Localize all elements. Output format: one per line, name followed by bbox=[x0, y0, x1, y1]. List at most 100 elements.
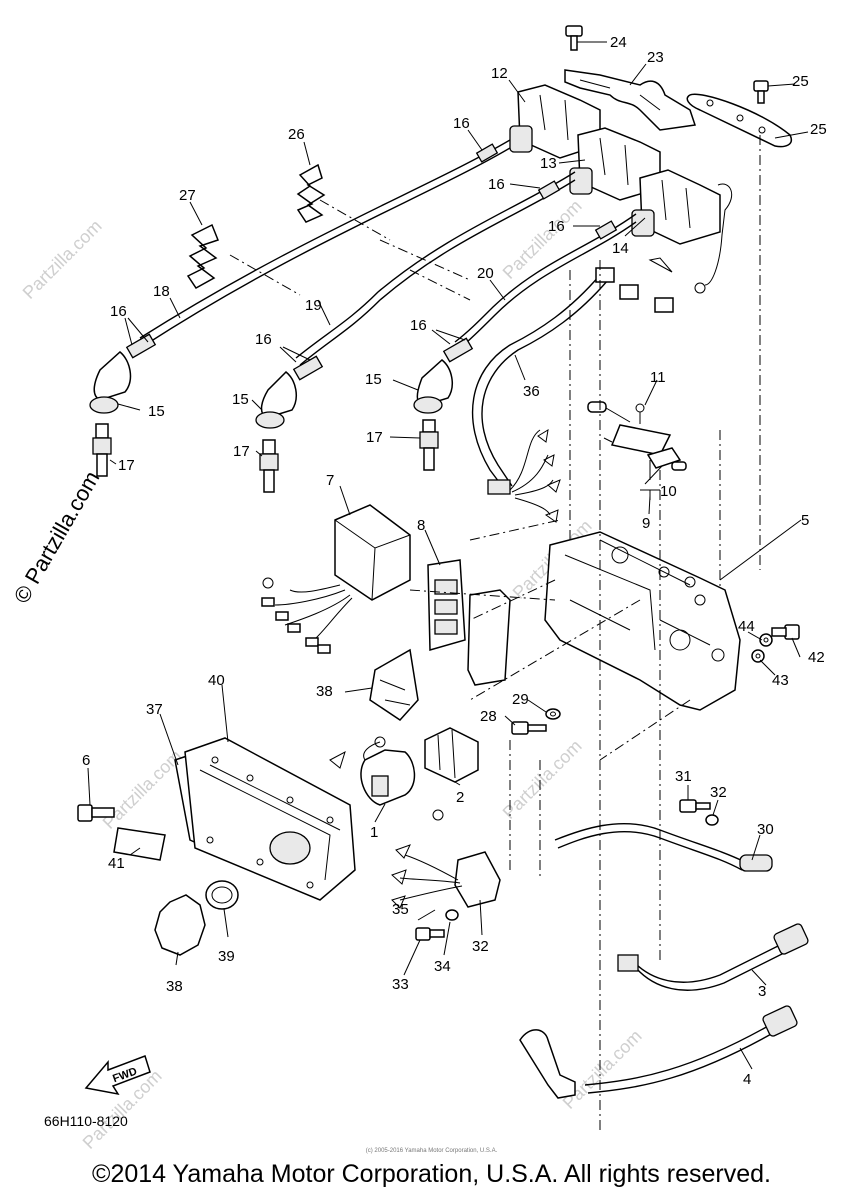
callout-36: 37 bbox=[146, 701, 163, 718]
small-credit: (c) 2005-2016 Yamaha Motor Corporation, … bbox=[365, 1148, 498, 1154]
spark-plug-17 bbox=[419, 419, 439, 471]
callout-15: 15 bbox=[148, 403, 165, 420]
cap-38 bbox=[154, 894, 206, 956]
clamp-25 bbox=[186, 223, 219, 289]
switch-2 bbox=[424, 727, 479, 783]
callout-42: 42 bbox=[808, 649, 825, 666]
bolt-26 bbox=[511, 721, 547, 735]
washer-44 bbox=[759, 633, 773, 647]
callout-21: 23 bbox=[647, 49, 664, 66]
starter-relay-1 bbox=[329, 736, 416, 806]
plug-cap-15 bbox=[89, 351, 132, 414]
watermark: Partzilla.com bbox=[19, 216, 106, 303]
callout-19: 19 bbox=[305, 297, 322, 314]
watermark: Partzilla.com bbox=[559, 1026, 646, 1113]
bolt-32 bbox=[415, 927, 445, 941]
callout-16: 16 bbox=[548, 218, 565, 235]
rectifier-31 bbox=[391, 809, 501, 909]
washer-33 bbox=[445, 909, 459, 921]
callout-7: 7 bbox=[326, 472, 334, 489]
callout-17: 17 bbox=[366, 429, 383, 446]
sensor-4 bbox=[519, 1005, 798, 1099]
callout-13: 13 bbox=[540, 155, 557, 172]
watermark: Partzilla.com bbox=[499, 736, 586, 823]
watermark-main: © Partzilla.com bbox=[9, 467, 105, 608]
callout-6: 6 bbox=[82, 752, 90, 769]
callout-8: 8 bbox=[417, 517, 425, 534]
callout-16: 16 bbox=[410, 317, 427, 334]
bracket-37 bbox=[369, 648, 419, 721]
callout-30: 32 bbox=[710, 784, 727, 801]
washer-30 bbox=[705, 814, 719, 826]
bolt-29 bbox=[679, 799, 711, 813]
callout-26: 28 bbox=[480, 708, 497, 725]
washer-27 bbox=[545, 708, 561, 720]
callout-37: 38 bbox=[316, 683, 333, 700]
plate-23 bbox=[686, 93, 792, 148]
callout-33: 34 bbox=[434, 958, 451, 975]
hightension-lead-19 bbox=[292, 171, 576, 381]
callout-16: 16 bbox=[453, 115, 470, 132]
hightension-lead-20 bbox=[442, 213, 637, 363]
leader-lines bbox=[87, 41, 809, 1070]
callout-1: 1 bbox=[370, 824, 378, 841]
callout-15: 15 bbox=[232, 391, 249, 408]
cover-40 bbox=[184, 737, 356, 901]
sensor-3 bbox=[617, 923, 809, 991]
electrical-bracket-5 bbox=[544, 531, 741, 711]
callout-2: 2 bbox=[456, 789, 464, 806]
callout-35: 36 bbox=[523, 383, 540, 400]
sensor-28 bbox=[554, 823, 773, 872]
drawing-code: 66H110-8120 bbox=[44, 1113, 128, 1129]
callout-10: 10 bbox=[660, 483, 677, 500]
bolt-22 bbox=[565, 25, 605, 51]
bracket-8 bbox=[427, 559, 511, 686]
callout-38: 38 bbox=[166, 978, 183, 995]
callout-14: 14 bbox=[612, 240, 629, 257]
callout-12: 12 bbox=[491, 65, 508, 82]
bracket-21 bbox=[564, 69, 696, 131]
callout-40: 40 bbox=[208, 672, 225, 689]
cdi-unit-7 bbox=[261, 504, 411, 654]
bolt-24 bbox=[753, 80, 769, 104]
terminal-board-9 bbox=[587, 401, 687, 471]
plug-cap-15 bbox=[255, 370, 298, 429]
callout-25: 26 bbox=[288, 126, 305, 143]
callout-41: 41 bbox=[108, 855, 125, 872]
spark-plug-17 bbox=[92, 423, 112, 477]
ignition-coil-14 bbox=[631, 169, 733, 294]
callout-5: 5 bbox=[801, 512, 809, 529]
callout-43: 43 bbox=[772, 672, 789, 689]
copyright-notice: ©2014 Yamaha Motor Corporation, U.S.A. A… bbox=[92, 1160, 771, 1188]
callout-28: 30 bbox=[757, 821, 774, 838]
bolt-42 bbox=[771, 624, 800, 640]
callout-16: 16 bbox=[110, 303, 127, 320]
callout-22: 24 bbox=[610, 34, 627, 51]
callout-16: 16 bbox=[255, 331, 272, 348]
label-41 bbox=[113, 827, 166, 861]
callout-11: 11 bbox=[650, 369, 666, 386]
callout-16: 16 bbox=[488, 176, 505, 193]
spark-plug-17 bbox=[259, 439, 279, 493]
callout-9: 9 bbox=[642, 515, 650, 532]
callout-29: 31 bbox=[675, 768, 692, 785]
callout-3: 3 bbox=[758, 983, 766, 1000]
fwd-arrow: FWD bbox=[84, 1055, 151, 1096]
callout-18: 18 bbox=[153, 283, 170, 300]
callout-17: 17 bbox=[118, 457, 135, 474]
callout-31: 32 bbox=[472, 938, 489, 955]
wire-harness-35 bbox=[471, 267, 674, 523]
callout-24: 25 bbox=[792, 73, 809, 90]
clamp-25 bbox=[296, 163, 326, 223]
washer-43 bbox=[751, 649, 765, 663]
callout-15: 15 bbox=[365, 371, 382, 388]
callout-20: 20 bbox=[477, 265, 494, 282]
bolt-6 bbox=[77, 804, 115, 822]
plug-cap-15 bbox=[413, 359, 454, 414]
callout-27: 29 bbox=[512, 691, 529, 708]
callout-39: 39 bbox=[218, 948, 235, 965]
callout-34: 35 bbox=[392, 901, 409, 918]
callout-32: 33 bbox=[392, 976, 409, 993]
watermark: Partzilla.com bbox=[99, 746, 186, 833]
